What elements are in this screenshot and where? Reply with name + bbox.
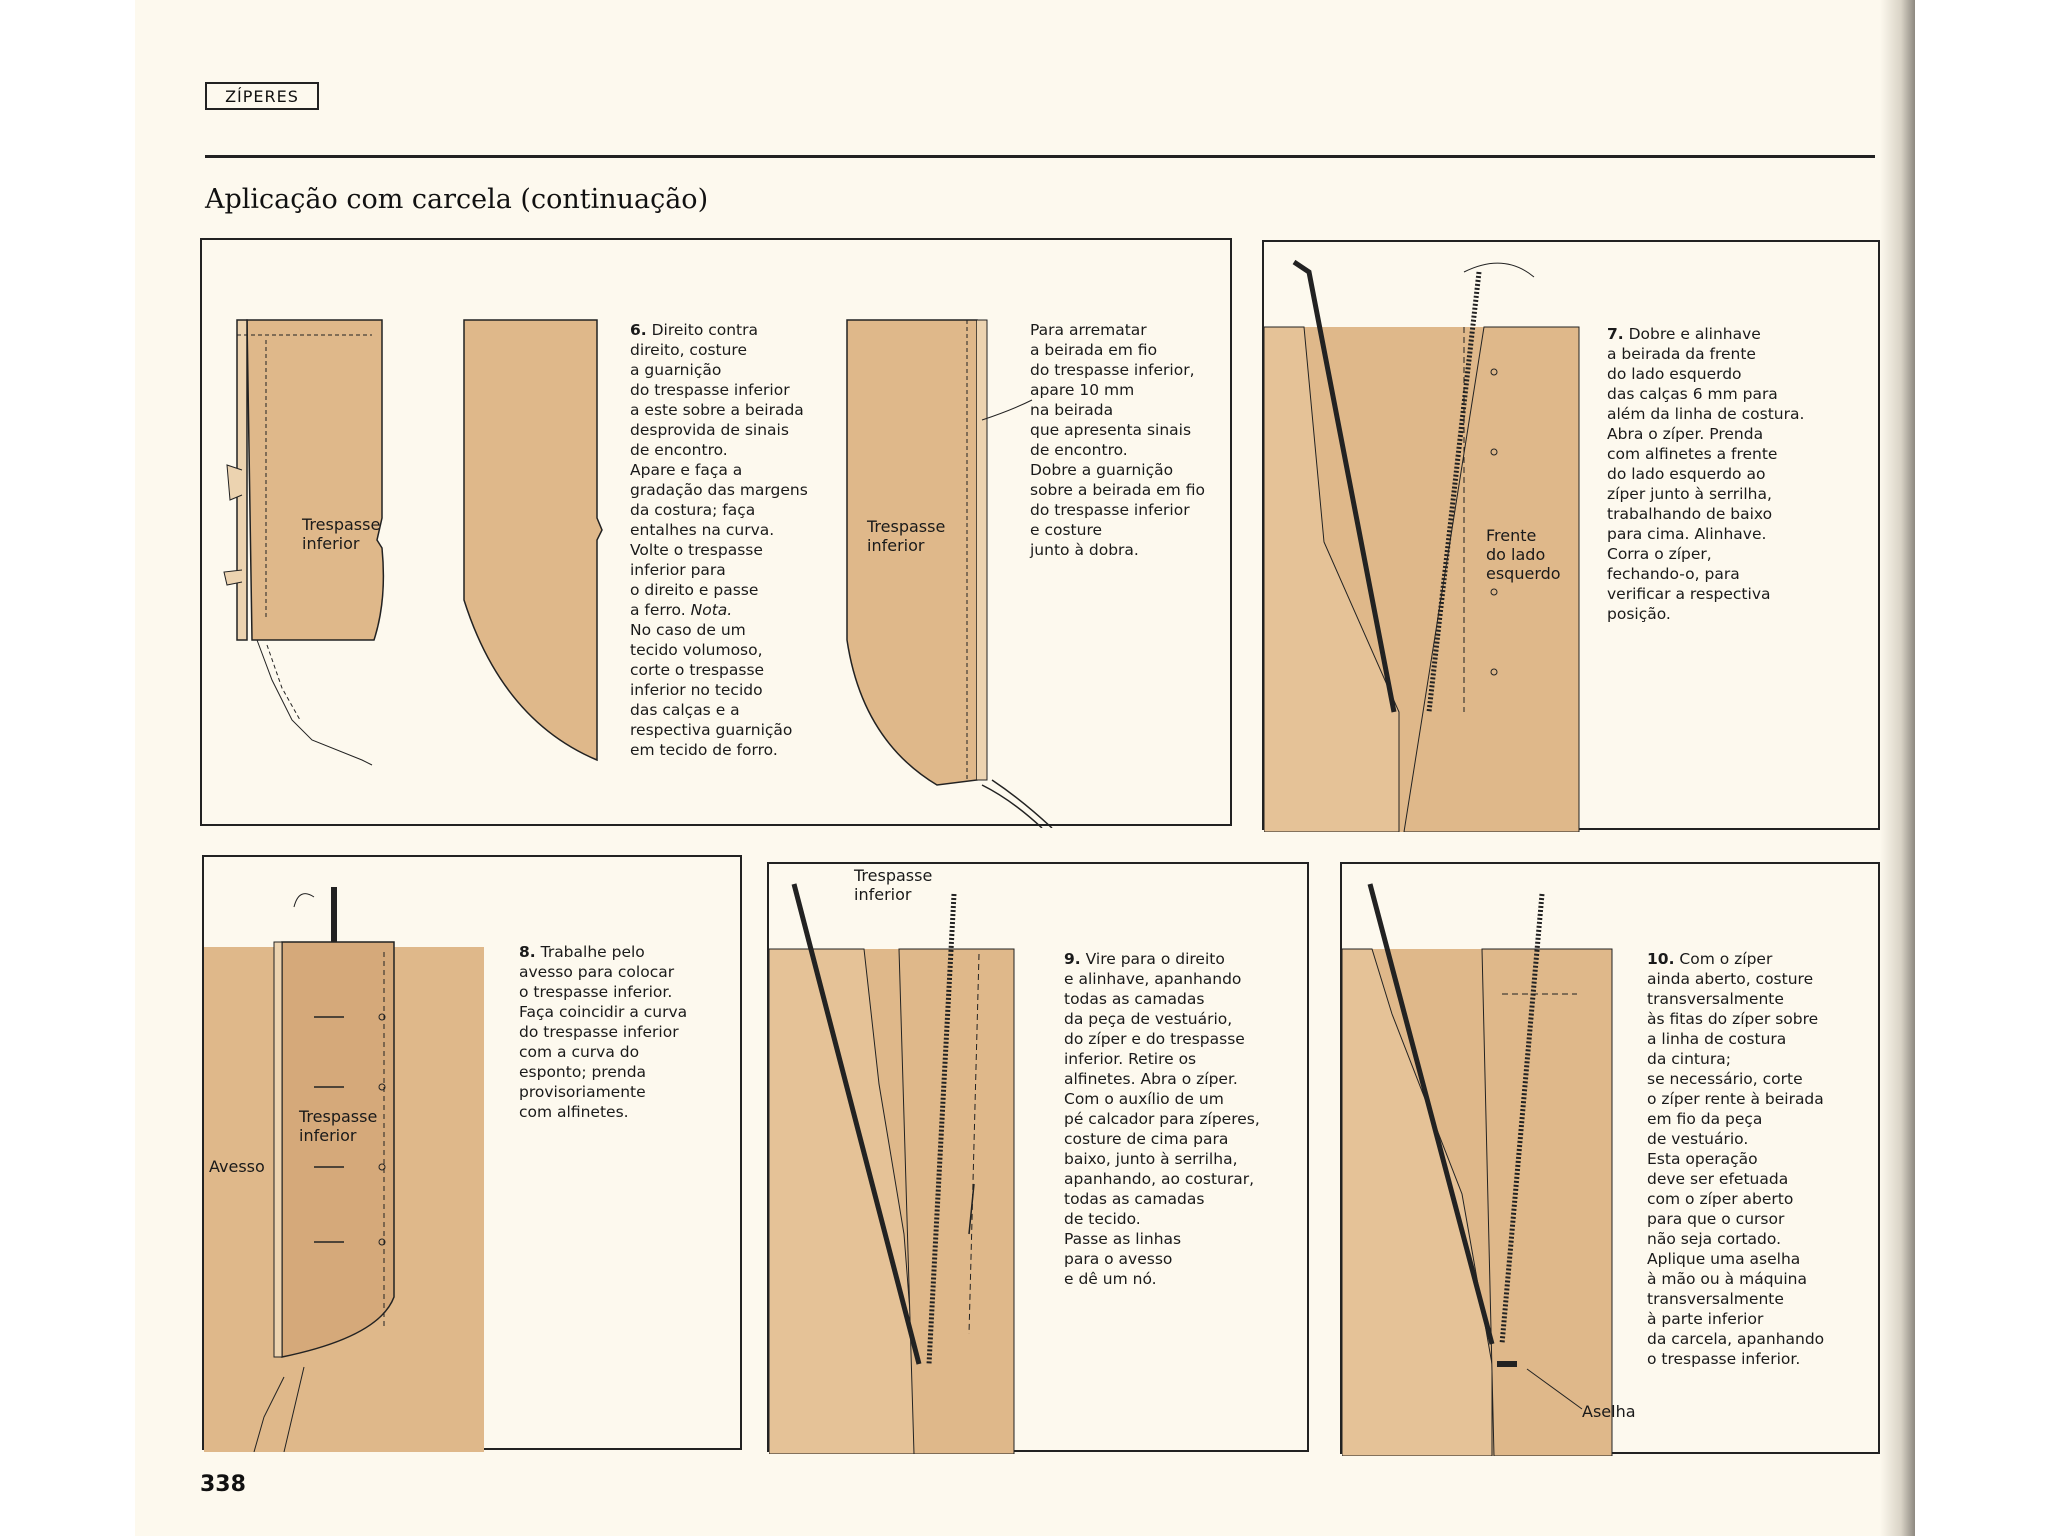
panel-step-6: Trespasse inferior Trespasse inferior 6.… bbox=[200, 238, 1232, 828]
step-9-illustration bbox=[769, 883, 1015, 1454]
label-trespasse-inferior-4: Trespasse inferior bbox=[854, 866, 933, 904]
step-8-body: Trabalhe pelo avesso para colocar o tres… bbox=[519, 943, 688, 1121]
step-9-body: Vire para o direito e alinhave, apanhand… bbox=[1064, 950, 1260, 1288]
header-rule bbox=[205, 155, 1875, 158]
step-10-illustration bbox=[1342, 883, 1613, 1456]
panel-step-10: Aselha 10. Com o zíper ainda aberto, cos… bbox=[1340, 862, 1880, 1456]
label-trespasse-inferior-1: Trespasse inferior bbox=[302, 515, 381, 553]
label-trespasse-inferior-3: Trespasse inferior bbox=[299, 1107, 378, 1145]
page-title: Aplicação com carcela (continuação) bbox=[205, 184, 709, 215]
step-10-body: Com o zíper ainda aberto, costure transv… bbox=[1647, 950, 1825, 1368]
step-7-text: 7. Dobre e alinhave a beirada da frente … bbox=[1607, 324, 1877, 624]
step-8-text: 8. Trabalhe pelo avesso para colocar o t… bbox=[519, 942, 739, 1122]
step-7-illustration bbox=[1264, 259, 1580, 832]
page-number: 338 bbox=[200, 1472, 246, 1497]
book-gutter-shadow bbox=[1880, 0, 1915, 1536]
label-avesso: Avesso bbox=[209, 1157, 265, 1176]
step-7-body: Dobre e alinhave a beirada da frente do … bbox=[1607, 325, 1805, 623]
panel-step-8: Trespasse inferior Avesso 8. Trabalhe pe… bbox=[202, 855, 742, 1452]
step-6-note-text: No caso de um tecido volumoso, corte o t… bbox=[630, 621, 793, 759]
step-6b-text: Para arrematar a beirada em fio do tresp… bbox=[1030, 321, 1205, 559]
step-6-body: Direito contra direito, costure a guarni… bbox=[630, 321, 808, 619]
label-aselha: Aselha bbox=[1582, 1402, 1636, 1421]
panel-step-9: Trespasse inferior 9. Vire para o direit… bbox=[767, 862, 1309, 1454]
label-frente-lado-esquerdo: Frente do lado esquerdo bbox=[1486, 526, 1561, 583]
label-trespasse-inferior-2: Trespasse inferior bbox=[867, 517, 946, 555]
step-6-illustration bbox=[223, 319, 1053, 828]
step-10-number: 10. bbox=[1647, 950, 1675, 968]
step-6-number: 6. bbox=[630, 321, 647, 339]
section-tag: ZÍPERES bbox=[205, 82, 319, 110]
step-9-text: 9. Vire para o direito e alinhave, apanh… bbox=[1064, 949, 1309, 1289]
step-8-number: 8. bbox=[519, 943, 536, 961]
panel-step-7: Frente do lado esquerdo 7. Dobre e alinh… bbox=[1262, 240, 1880, 832]
step-10-text: 10. Com o zíper ainda aberto, costure tr… bbox=[1647, 949, 1879, 1369]
step-6-text: 6. Direito contra direito, costure a gua… bbox=[630, 320, 850, 760]
step-6-note-label: Nota. bbox=[690, 601, 733, 619]
step-9-number: 9. bbox=[1064, 950, 1081, 968]
step-7-number: 7. bbox=[1607, 325, 1624, 343]
step-8-illustration bbox=[204, 887, 484, 1452]
